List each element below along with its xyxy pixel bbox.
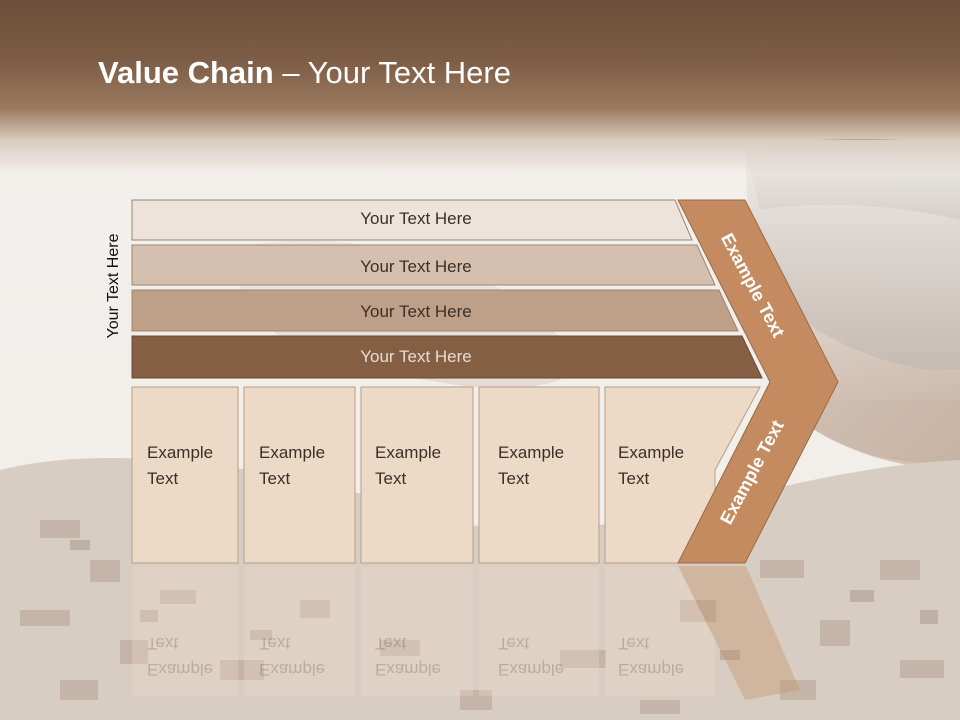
diagram-reflection bbox=[132, 566, 800, 700]
box-3 bbox=[360, 386, 474, 564]
bar-2 bbox=[131, 244, 716, 286]
bar-1 bbox=[131, 199, 693, 241]
box-4 bbox=[478, 386, 600, 564]
bar-label-1: Your Text Here bbox=[360, 209, 472, 228]
bar-label-2: Your Text Here bbox=[360, 257, 472, 276]
bar-label-4: Your Text Here bbox=[360, 347, 472, 366]
bar-label-3: Your Text Here bbox=[360, 302, 472, 321]
box-2 bbox=[243, 386, 356, 564]
bar-3 bbox=[131, 289, 739, 332]
bar-4 bbox=[131, 335, 763, 379]
page-title: Value Chain – Your Text Here bbox=[98, 55, 511, 91]
header-band bbox=[0, 0, 960, 175]
chevron-arrow bbox=[677, 199, 839, 564]
title-rest: – Your Text Here bbox=[273, 55, 511, 90]
box-1 bbox=[131, 386, 239, 564]
title-bold: Value Chain bbox=[98, 55, 274, 90]
